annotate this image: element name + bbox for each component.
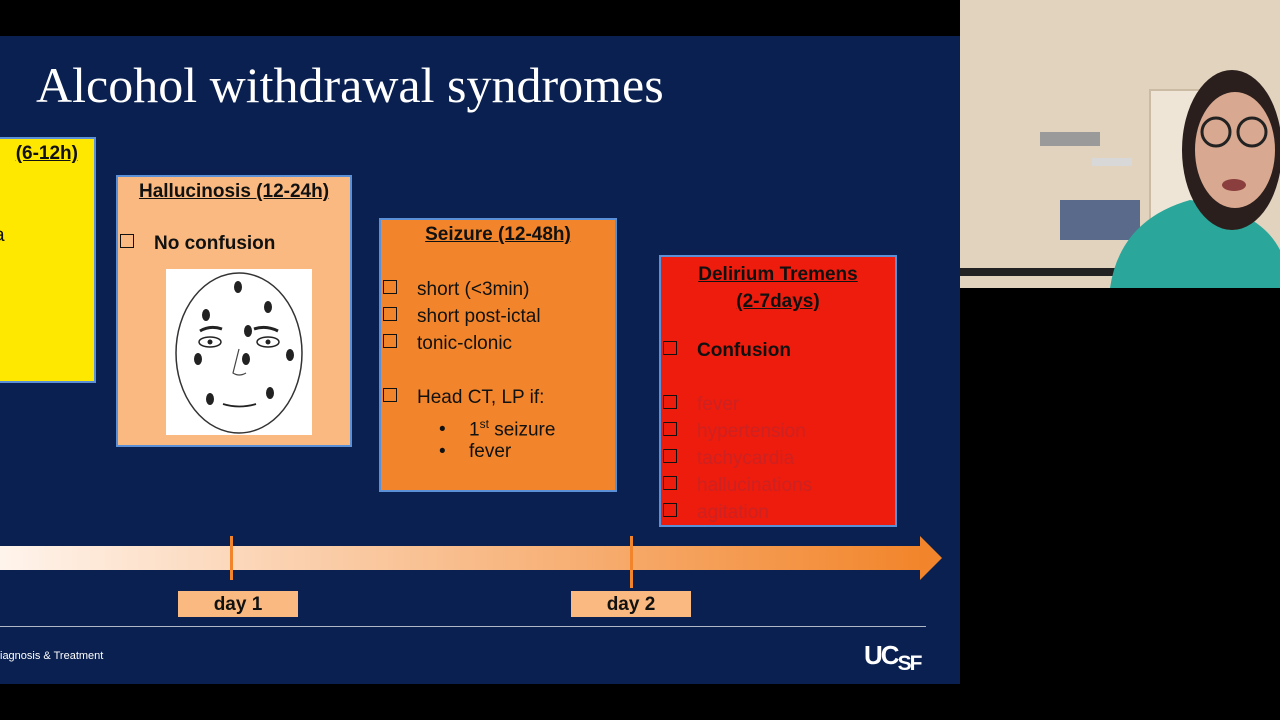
checkbox-square-icon <box>383 280 397 294</box>
list-item: Confusion <box>663 337 812 364</box>
checkbox-square-icon <box>663 341 677 355</box>
list-item: short (<3min) <box>383 276 555 303</box>
list-item: tonic-clonic <box>383 330 555 357</box>
sub-list-item: •1st seizure <box>383 411 555 440</box>
sub-list-item: •fever <box>383 438 555 465</box>
bullet-icon: • <box>439 441 446 462</box>
checkbox-square-icon <box>663 395 677 409</box>
face-with-bugs-icon <box>166 269 312 435</box>
presenter-webcam-image <box>960 0 1280 288</box>
item-label: tonic-clonic <box>417 333 513 354</box>
item-label: No confusion <box>154 233 276 254</box>
item-label: short (<3min) <box>417 279 530 300</box>
checkbox-square-icon <box>663 503 677 517</box>
footer-text: iagnosis & Treatment <box>0 650 104 662</box>
clipped-text: a <box>0 225 5 247</box>
checkbox-square-icon <box>663 422 677 436</box>
list-item: short post-ictal <box>383 303 555 330</box>
stage-card-seizure: Seizure (12-48h) short (<3min) short pos… <box>379 218 617 492</box>
list-item: agitation <box>663 499 812 526</box>
stage-card-tremor: (6-12h) a <box>0 137 96 383</box>
stage-header: (6-12h) <box>15 143 78 164</box>
list-item: No confusion <box>120 233 275 255</box>
bullet-icon: • <box>439 419 446 441</box>
delirium-list: Confusion fever hypertension tachycardia… <box>663 337 812 526</box>
day-2-label: day 2 <box>571 591 691 617</box>
list-item: tachycardia <box>663 445 812 472</box>
list-item: hypertension <box>663 418 812 445</box>
footer-divider <box>0 626 926 627</box>
list-item: Head CT, LP if: <box>383 384 555 411</box>
stage-header: Delirium Tremens (2-7days) <box>698 264 858 312</box>
ucsf-logo: UCSF <box>864 640 922 675</box>
checkbox-square-icon <box>383 334 397 348</box>
checkbox-square-icon <box>663 476 677 490</box>
presenter-webcam <box>960 0 1280 288</box>
presentation-slide: Alcohol withdrawal syndromes (6-12h) a H… <box>0 36 960 684</box>
item-label: short post-ictal <box>417 306 541 327</box>
stage-card-hallucinosis: Hallucinosis (12-24h) No confusion <box>116 175 352 447</box>
stage-header: Seizure (12-48h) <box>425 224 571 245</box>
day-1-label: day 1 <box>178 591 298 617</box>
timeline-arrow-icon <box>0 536 942 588</box>
seizure-list: short (<3min) short post-ictal tonic-clo… <box>383 276 555 465</box>
stage-card-delirium-tremens: Delirium Tremens (2-7days) Confusion fev… <box>659 255 897 527</box>
list-item: hallucinations <box>663 472 812 499</box>
checkbox-square-icon <box>383 388 397 402</box>
checkbox-square-icon <box>120 234 134 248</box>
stage-header: Hallucinosis (12-24h) <box>138 181 330 202</box>
checkbox-square-icon <box>383 307 397 321</box>
slide-title: Alcohol withdrawal syndromes <box>36 57 664 113</box>
item-label: Head CT, LP if: <box>417 387 545 408</box>
list-item: fever <box>663 391 812 418</box>
checkbox-square-icon <box>663 449 677 463</box>
